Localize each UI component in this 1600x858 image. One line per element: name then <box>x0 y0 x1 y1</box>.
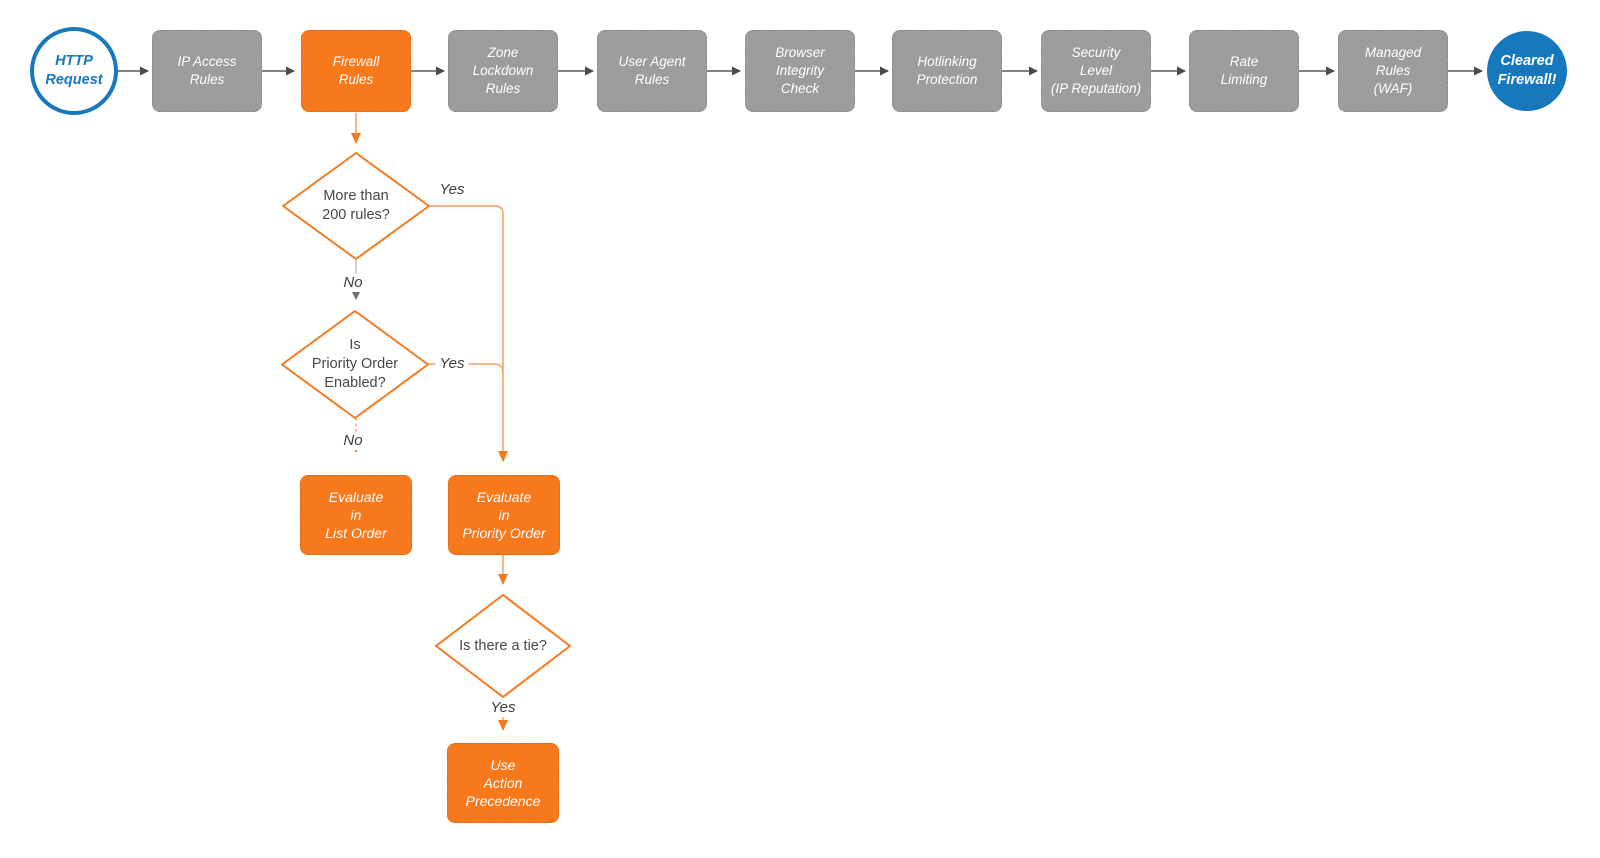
node-label: User Agent Rules <box>618 54 686 87</box>
node-label: Use Action Precedence <box>465 756 541 810</box>
node-label: Managed Rules (WAF) <box>1364 45 1422 96</box>
branch-label-yes2: Yes <box>435 355 469 373</box>
node-label: Hotlinking Protection <box>916 54 978 87</box>
node-firewall-rules: Firewall Rules <box>301 30 411 112</box>
node-use-action-precedence: Use Action Precedence <box>447 743 559 823</box>
node-user-agent-rules: User Agent Rules <box>597 30 707 112</box>
node-label: IP Access Rules <box>177 54 237 87</box>
decision-tie-shape <box>435 594 571 698</box>
node-hotlinking-protection: Hotlinking Protection <box>892 30 1002 112</box>
node-label: Security Level (IP Reputation) <box>1050 45 1142 96</box>
branch-label-no1: No <box>339 274 367 292</box>
start-node-label: HTTP Request <box>45 53 103 88</box>
node-label: Browser Integrity Check <box>775 45 825 96</box>
connector-decision1-yes <box>429 205 508 462</box>
node-evaluate-in-priority-order: Evaluate in Priority Order <box>448 475 560 555</box>
branch-label-yes3: Yes <box>486 699 520 717</box>
node-label: Evaluate in List Order <box>325 488 387 542</box>
branch-label-no2: No <box>339 432 367 450</box>
node-label: Zone Lockdown Rules <box>472 45 534 96</box>
node-label: Evaluate in Priority Order <box>462 488 546 542</box>
node-ip-access-rules: IP Access Rules <box>152 30 262 112</box>
end-node-label: Cleared Firewall! <box>1497 53 1557 88</box>
node-label: Rate Limiting <box>1220 54 1268 87</box>
node-evaluate-in-list-order: Evaluate in List Order <box>300 475 412 555</box>
node-label: Firewall Rules <box>332 54 380 87</box>
node-zone-lockdown-rules: Zone Lockdown Rules <box>448 30 558 112</box>
start-node-http-request: HTTP Request <box>30 27 118 115</box>
node-security-level: Security Level (IP Reputation) <box>1041 30 1151 112</box>
decision-tie-label: Is there a tie? <box>459 637 547 654</box>
decision-rules-count-shape <box>282 152 430 260</box>
decision-priority-enabled-label: Is Priority Order Enabled? <box>311 337 399 391</box>
connector-decision2-yes <box>427 363 504 374</box>
decision-rules-count-label: More than 200 rules? <box>322 188 390 223</box>
node-managed-rules-waf: Managed Rules (WAF) <box>1338 30 1448 112</box>
branch-label-yes1: Yes <box>435 181 469 199</box>
end-node-cleared-firewall: Cleared Firewall! <box>1487 31 1567 111</box>
node-rate-limiting: Rate Limiting <box>1189 30 1299 112</box>
node-browser-integrity-check: Browser Integrity Check <box>745 30 855 112</box>
decision-priority-enabled-shape <box>281 310 429 419</box>
